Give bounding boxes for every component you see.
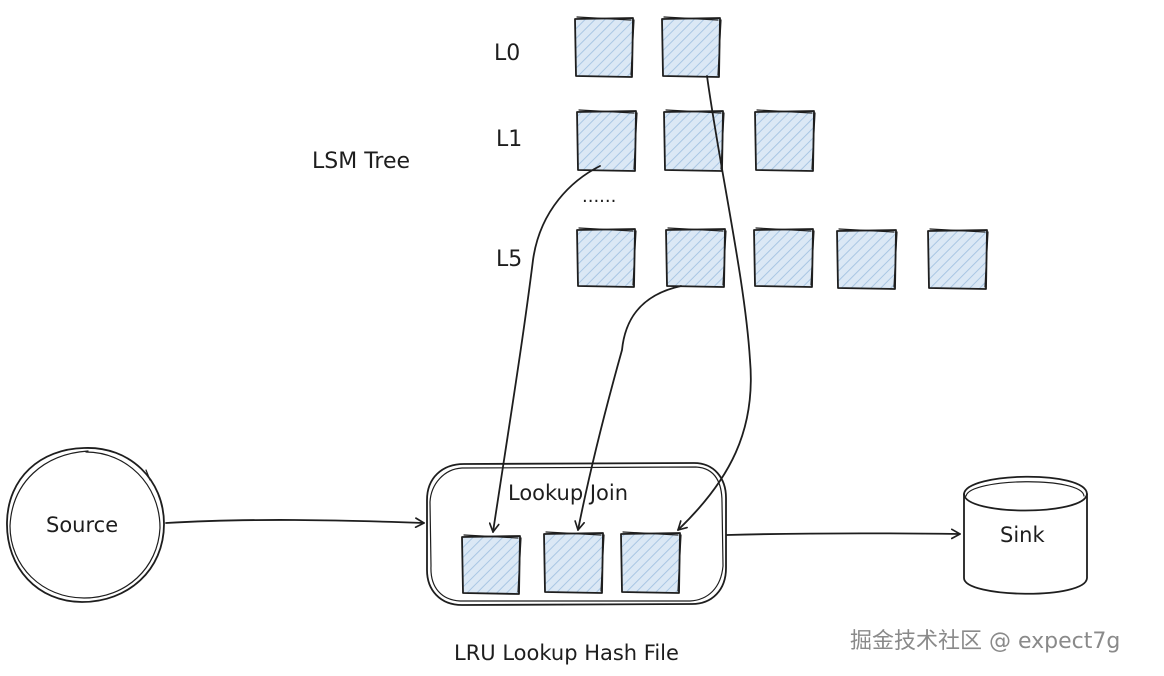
lsm-level-l5 <box>576 227 989 290</box>
arrow-lookup-join-to-sink <box>726 528 961 540</box>
source-label: Source <box>46 513 118 537</box>
lsm-level-l1 <box>576 109 816 172</box>
lsm-block <box>754 109 816 172</box>
lru-block <box>543 531 605 594</box>
lsm-block <box>665 227 727 288</box>
lsm-block <box>576 227 637 288</box>
level-label-l0: L0 <box>494 41 520 66</box>
lru-hash-file-label: LRU Lookup Hash File <box>454 641 679 665</box>
lsm-tree-label: LSM Tree <box>312 149 410 174</box>
source-node: Source <box>6 447 165 603</box>
sink-label: Sink <box>1000 523 1045 547</box>
lru-block <box>461 534 522 595</box>
level-label-l5: L5 <box>496 247 522 272</box>
lookup-join-label: Lookup Join <box>508 481 628 505</box>
lsm-block <box>927 228 989 290</box>
lookup-join-node: Lookup Join <box>426 462 727 606</box>
lsm-block <box>574 16 635 78</box>
lsm-block <box>753 227 815 288</box>
lsm-block <box>836 228 898 290</box>
arrow-l1-to-lru-block-1 <box>488 165 601 533</box>
arrow-l0-to-lru-block-3 <box>677 75 752 531</box>
level-label-l1: L1 <box>496 127 522 152</box>
lsm-block <box>663 109 725 172</box>
lsm-block <box>661 16 722 78</box>
sink-node: Sink <box>963 475 1088 595</box>
lsm-level-l0 <box>574 16 722 78</box>
arrow-source-to-lookup-join <box>165 517 425 529</box>
level-label-ellipsis: ...... <box>582 186 616 207</box>
watermark: 掘金技术社区 @ expect7g <box>850 629 1120 654</box>
lru-block <box>620 531 682 594</box>
arrow-l5-to-lru-block-2 <box>574 285 682 531</box>
lsm-block <box>576 109 638 172</box>
